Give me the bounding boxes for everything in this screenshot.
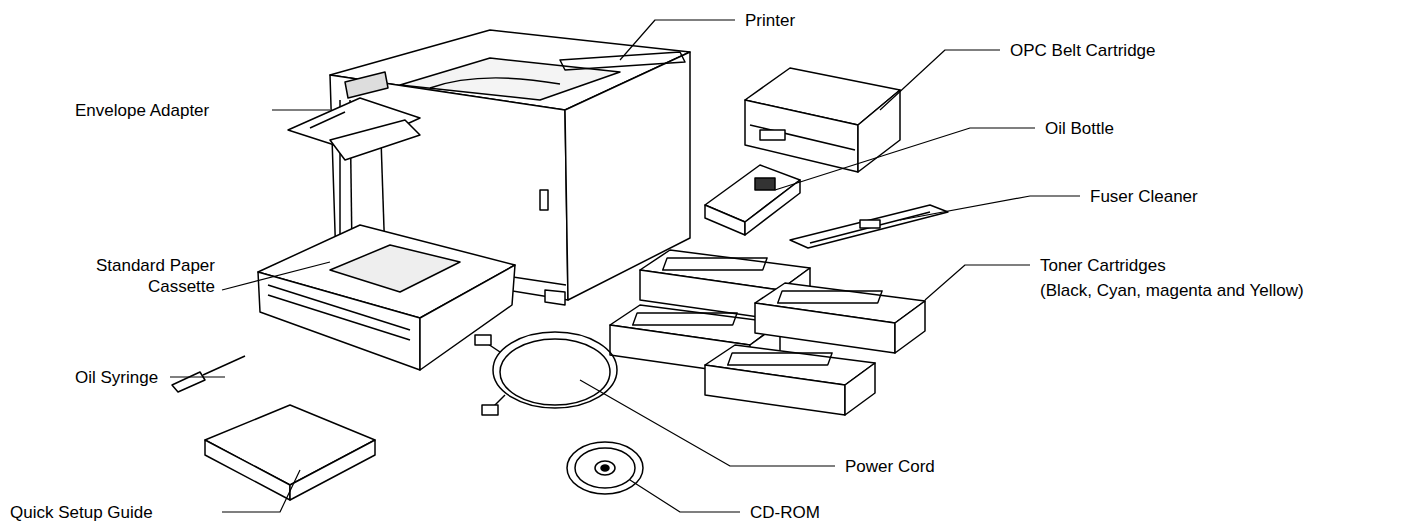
part-label: Power Cord [845,456,935,477]
part-label: Fuser Cleaner [1090,186,1198,207]
part-label: Oil Bottle [1045,118,1114,139]
part-label: Toner Cartridges [1040,255,1166,276]
oil-syringe-drawing [172,356,245,392]
part-label: Envelope Adapter [75,100,209,121]
envelope-adapter-drawing [288,98,420,160]
part-label: Standard Paper Cassette [80,255,215,297]
leader-lines [170,20,1080,512]
part-label: Quick Setup Guide [10,502,153,523]
part-label: Printer [745,10,795,31]
part-label: CD-ROM [750,502,820,523]
paper-cassette-drawing [258,225,515,370]
power-cord-drawing [475,332,617,415]
oil-bottle-drawing [705,165,800,235]
part-label: OPC Belt Cartridge [1010,40,1156,61]
toner-cartridges-drawing [610,250,925,415]
setup-guide-drawing [205,405,375,500]
part-note: (Black, Cyan, magenta and Yellow) [1040,280,1304,301]
opc-belt-drawing [745,68,900,172]
cd-drawing [567,442,643,494]
fuser-cleaner-drawing [790,205,948,248]
part-label: Oil Syringe [75,367,158,388]
